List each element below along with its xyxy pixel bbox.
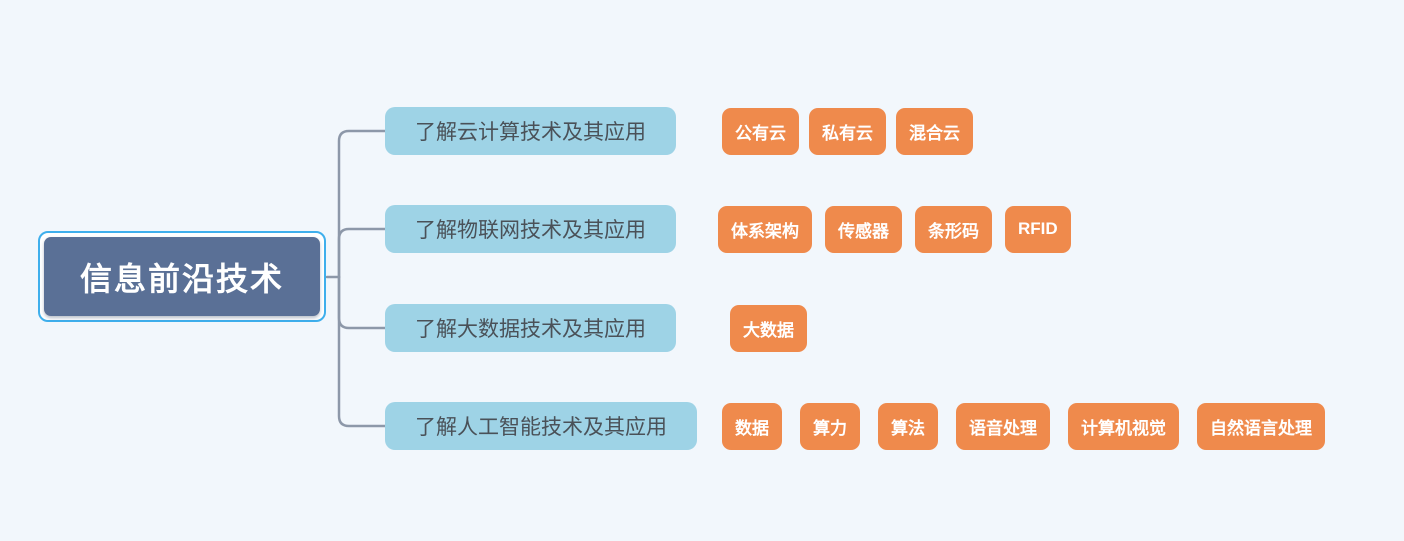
leaf-node[interactable]: 体系架构: [718, 205, 812, 253]
root-node-label: 信息前沿技术: [44, 237, 320, 316]
leaf-group-iot: 体系架构传感器条形码 RFID: [718, 205, 1071, 253]
connector-branch-4: [337, 275, 387, 428]
leaf-group-ai: 数据算力算法语音处理计算机视觉自然语言处理: [722, 402, 1325, 450]
leaf-node[interactable]: 传感器: [825, 205, 902, 253]
branch-node-iot[interactable]: 了解物联网技术及其应用: [385, 205, 676, 253]
leaf-node[interactable]: 自然语言处理: [1197, 402, 1325, 450]
connector-branch-3: [337, 275, 387, 330]
leaf-node[interactable]: 算力: [800, 402, 860, 450]
connector-branch-2: [337, 227, 387, 279]
leaf-node[interactable]: 混合云: [896, 107, 973, 155]
leaf-node[interactable]: 大数据: [730, 304, 807, 352]
branch-node-ai[interactable]: 了解人工智能技术及其应用: [385, 402, 697, 450]
branch-node-cloud-computing[interactable]: 了解云计算技术及其应用: [385, 107, 676, 155]
leaf-group-cloud-computing: 公有云私有云混合云: [722, 107, 973, 155]
leaf-node[interactable]: 条形码: [915, 205, 992, 253]
leaf-node[interactable]: 公有云: [722, 107, 799, 155]
branch-node-big-data[interactable]: 了解大数据技术及其应用: [385, 304, 676, 352]
leaf-node[interactable]: 算法: [878, 402, 938, 450]
leaf-node[interactable]: 计算机视觉: [1068, 402, 1179, 450]
leaf-node[interactable]: 数据: [722, 402, 782, 450]
root-node[interactable]: 信息前沿技术: [38, 231, 326, 322]
leaf-node[interactable]: 私有云: [809, 107, 886, 155]
leaf-node[interactable]: 语音处理: [956, 402, 1050, 450]
leaf-group-big-data: 大数据: [730, 304, 807, 352]
connector-branch-1: [337, 129, 387, 279]
leaf-node[interactable]: RFID: [1005, 205, 1071, 253]
